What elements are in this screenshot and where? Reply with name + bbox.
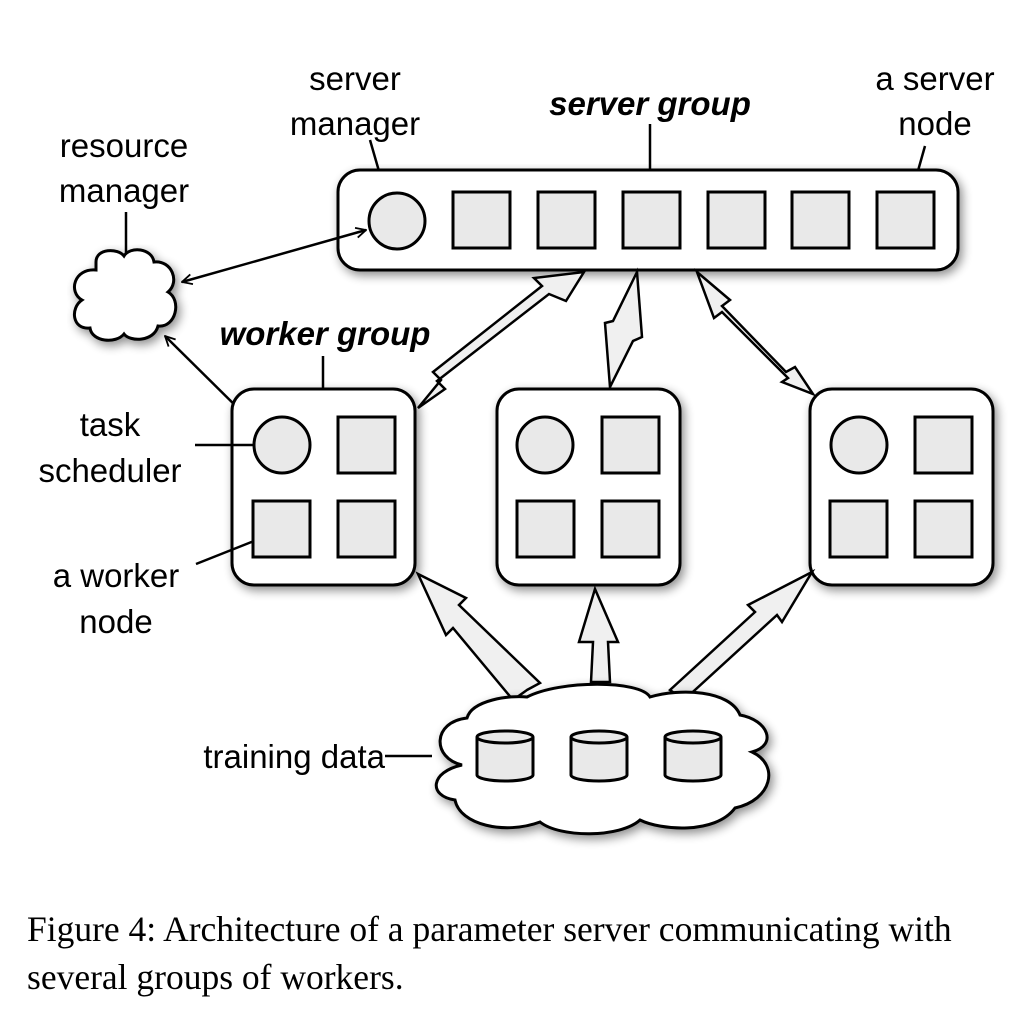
data-worker-arrow-right [668, 568, 816, 702]
server-group-label: server group [549, 85, 751, 122]
server-node [790, 190, 851, 250]
worker-node [600, 499, 661, 559]
figure-caption: Figure 4: Architecture of a parameter se… [27, 909, 952, 997]
server-manager-label-line2: manager [290, 105, 420, 142]
task-scheduler-label-line1: task [80, 406, 141, 443]
server-worker-arrow-right [694, 267, 817, 397]
server-node-label-line2: node [898, 105, 971, 142]
server-worker-arrow-middle [603, 267, 644, 392]
worker-node [600, 415, 661, 475]
worker-node [828, 499, 889, 559]
worker-node [515, 499, 576, 559]
resource-manager-label-line2: manager [59, 172, 189, 209]
server-node [706, 190, 767, 250]
task-scheduler-node [252, 415, 312, 475]
server-node-label-line1: a server [875, 60, 994, 97]
server-worker-arrow-left [417, 270, 587, 410]
architecture-diagram: server manager server group a server nod… [38, 60, 995, 836]
worker-node [913, 415, 974, 475]
resource-manager-label-line1: resource [60, 127, 188, 164]
training-data-label: training data [203, 738, 385, 775]
server-manager-label-line1: server [309, 60, 401, 97]
server-node [621, 190, 682, 250]
resource-manager-cloud [72, 248, 178, 342]
worker-node [251, 499, 312, 559]
server-node [451, 190, 512, 250]
task-scheduler-node [829, 415, 889, 475]
database-icon [475, 729, 535, 783]
worker-node-label-line1: a worker [53, 557, 180, 594]
task-scheduler-node [515, 415, 575, 475]
resource-server-manager-arrow [182, 230, 366, 282]
data-worker-arrow-middle [577, 585, 620, 684]
worker-group-label: worker group [220, 315, 431, 352]
worker-node-leader [195, 539, 255, 566]
data-worker-arrow-left [415, 571, 543, 702]
worker-node [336, 415, 397, 475]
worker-node [913, 499, 974, 559]
database-icon [663, 729, 723, 783]
server-node [875, 190, 936, 250]
task-scheduler-label-line2: scheduler [38, 452, 181, 489]
worker-node-label-line2: node [79, 603, 152, 640]
database-icon [569, 729, 629, 783]
server-node [536, 190, 597, 250]
server-manager-node [367, 191, 427, 251]
worker-node [336, 499, 397, 559]
